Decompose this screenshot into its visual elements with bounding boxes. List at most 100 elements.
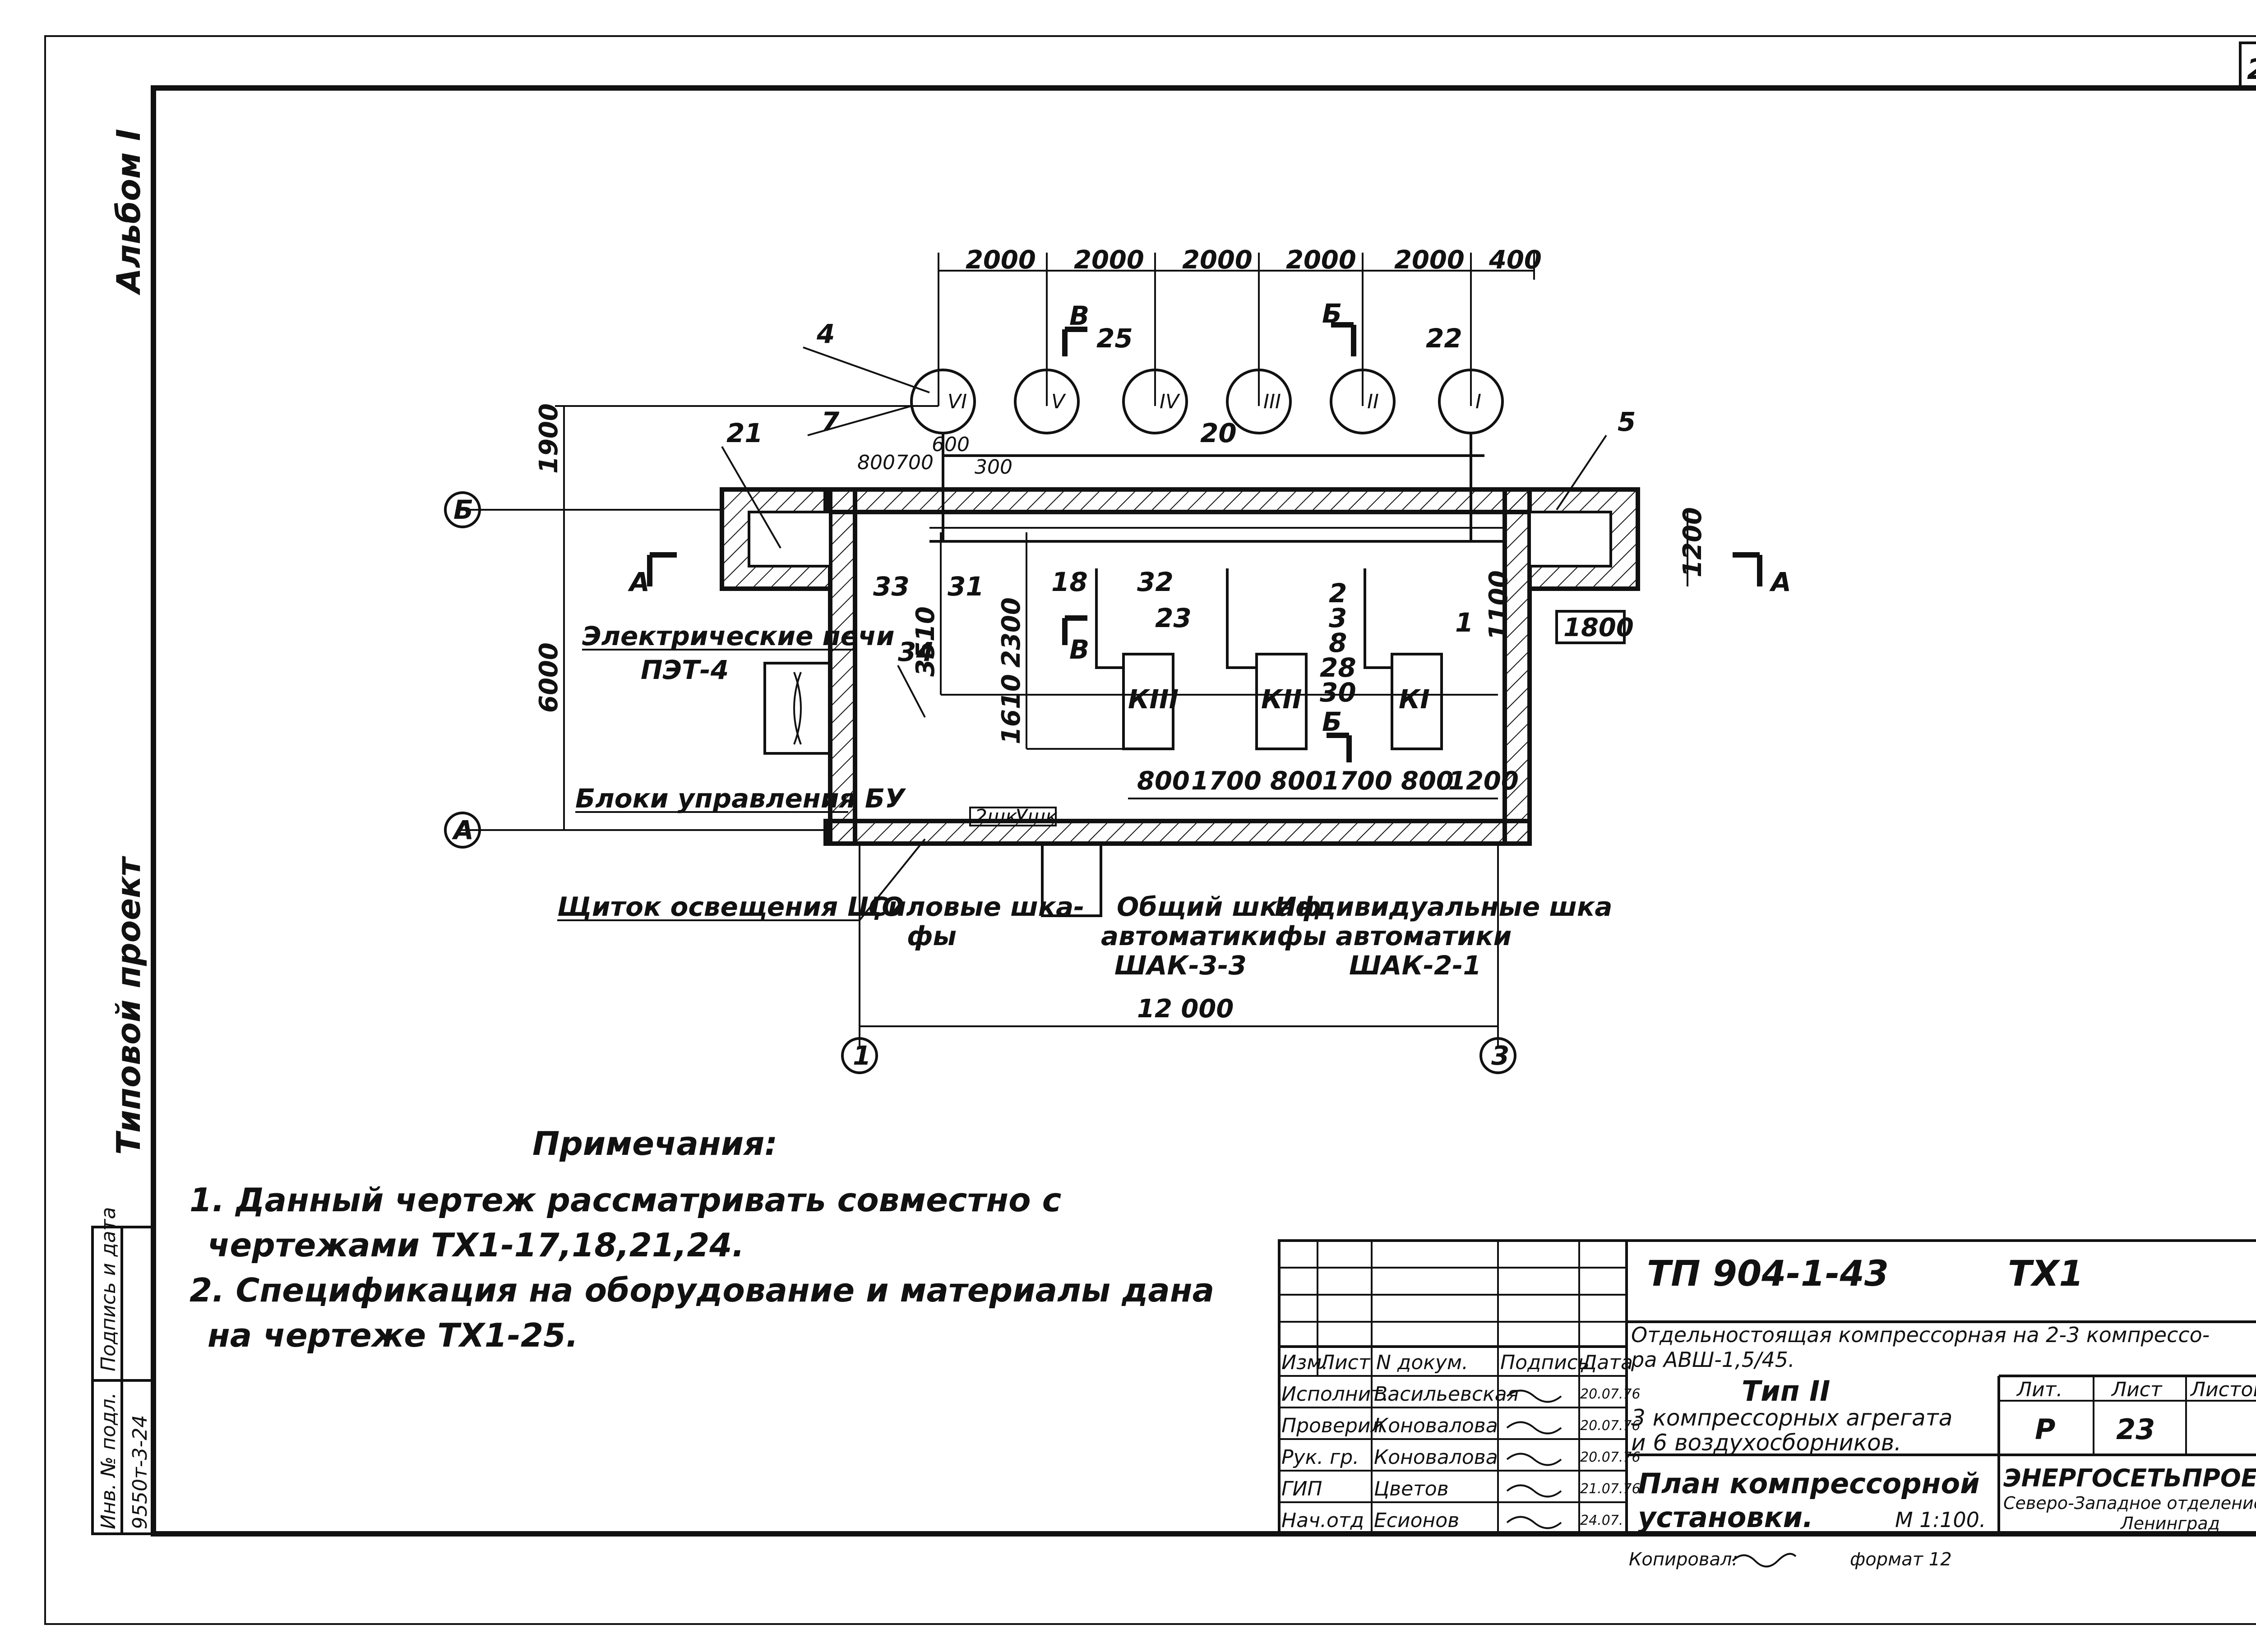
label-control-blocks: Блоки управления БУ [575,783,906,814]
date-4: 21.07.76 [1580,1481,1641,1497]
section-b-top: Б [1322,298,1342,329]
top-dim-6: 400 [1489,245,1542,275]
svg-text:18: 18 [1051,567,1088,597]
right-dim-1200: 1200 [1678,507,1707,577]
axis-3-label: 3 [1491,1040,1509,1071]
compressors: КIII КII КI [1095,568,1443,750]
col-podpis: Подпись [1500,1351,1590,1374]
section-a-right: А [1769,567,1791,597]
org-branch: Северо-Западное отделение [2003,1493,2256,1513]
date-2: 20.07.76 [1580,1418,1641,1434]
inner-frame [151,85,2256,1537]
axis-b [444,491,481,528]
svg-text:4: 4 [816,318,835,349]
note-1-cont: чертежами ТХ1-17,18,21,24. [208,1226,744,1264]
label-ovens-model: ПЭТ-4 [641,655,729,685]
svg-text:31: 31 [948,571,984,602]
label-common-cabinet-3: ШАК-3-3 [1114,950,1247,981]
role-5: Нач.отд [1281,1509,1364,1532]
inner-dim-3510: 3510 [911,606,940,677]
inner-dim-700: 700 [896,451,934,474]
label-individual-3: ШАК-2-1 [1349,950,1481,981]
outer-frame [44,35,2256,1625]
compressor-k3 [1122,653,1174,750]
svg-text:I: I [1475,390,1481,413]
inv-number: 9550т-3-24 [129,1415,152,1529]
title-code: ТП 904-1-43 [1647,1254,1889,1294]
copied-label: Копировал: [1629,1549,1738,1570]
sheet-number: 23 [2247,53,2256,86]
inner-dim-800: 800 [857,451,895,474]
label-box-ushk: Ушк [1015,805,1058,828]
top-dimension-ticks [938,253,1535,406]
album-label: Альбом I [110,129,148,295]
svg-text:21: 21 [726,418,763,448]
listov-header: Листов [2190,1378,2256,1401]
inv-label: Инв. № подл. [97,1392,120,1529]
date-3: 20.07.76 [1580,1449,1641,1465]
format-label: формат 12 [1850,1549,1952,1570]
equip-dim-3: 800 [1270,766,1323,796]
name-3: Коновалова [1374,1446,1498,1469]
name-1: Васильевская [1374,1383,1519,1406]
title-sheet-code: ТХ1 [2008,1254,2084,1294]
svg-text:КII: КII [1261,684,1302,715]
svg-text:28: 28 [1320,652,1356,683]
inner-dim-1100: 1100 [1484,570,1513,641]
receiver-v [1014,369,1080,434]
label-common-cabinet-2: автоматики [1101,921,1277,951]
svg-text:7: 7 [821,406,840,437]
left-dim-6000: 6000 [534,642,564,713]
inner-dim-300: 300 [975,456,1012,479]
name-2: Коновалова [1374,1414,1498,1437]
name-5: Есионов [1374,1509,1459,1532]
title-type: Тип II [1742,1375,1830,1407]
list-header: Лист [2111,1378,2163,1401]
top-dim-4: 2000 [1286,245,1356,275]
top-dim-1: 2000 [966,245,1036,275]
section-v-bottom: В [1069,634,1089,665]
svg-text:КIII: КIII [1128,684,1179,715]
col-ndokum: N докум. [1376,1351,1468,1374]
svg-text:32: 32 [1137,567,1174,597]
dim-12000: 12 000 [1137,994,1234,1024]
signatures [1506,1389,1562,1529]
axis-3 [1479,1037,1516,1074]
section-b-bottom: Б [1322,706,1342,737]
receiver-iii [1226,369,1292,434]
role-2: Проверил [1281,1414,1383,1437]
top-dim-3: 2000 [1182,245,1253,275]
door-bottom [1041,842,1102,917]
section-v-top: В [1069,300,1089,331]
date-1: 20.07.76 [1580,1386,1641,1402]
svg-text:33: 33 [873,571,910,602]
title-desc-1: 3 компрессорных агрегата [1631,1405,1952,1431]
copied-signature [1732,1553,1797,1568]
role-1: Исполнит. [1281,1383,1389,1406]
label-box-2shk: 2шк [975,805,1017,828]
top-dim-2: 2000 [1074,245,1144,275]
equip-dim-5: 800 [1401,766,1454,796]
name-4: Цветов [1374,1477,1449,1500]
col-izm: Изм. [1281,1351,1328,1374]
notes-title: Примечания: [532,1125,777,1163]
inner-dim-2300: 2300 [997,597,1026,668]
role-3: Рук. гр. [1281,1446,1359,1469]
svg-text:34: 34 [898,637,934,667]
role-4: ГИП [1281,1477,1322,1500]
receiver-ii [1330,369,1396,434]
callouts: 4 7 25 22 21 20 5 33 31 18 32 23 34 2 3 … [721,318,1636,718]
equip-dim-2: 1700 [1191,766,1262,796]
notes: Примечания: 1. Данный чертеж рассматрива… [190,1125,1214,1354]
title-plan-2: установки. [1638,1501,1813,1534]
title-line-1: Отдельностоящая компрессорная на 2-3 ком… [1631,1323,2210,1347]
note-2-cont: на чертеже ТХ1-25. [208,1316,578,1354]
svg-text:25: 25 [1096,323,1133,354]
entrance [763,662,832,755]
axis-1 [841,1037,878,1074]
svg-text:5: 5 [1618,406,1636,437]
title-block: Изм. Лист N докум. Подпись Дата Исполнит… [1278,1239,2256,1535]
axis-a-label: А [452,815,474,845]
title-plan-1: План компрессорной [1638,1467,1980,1500]
